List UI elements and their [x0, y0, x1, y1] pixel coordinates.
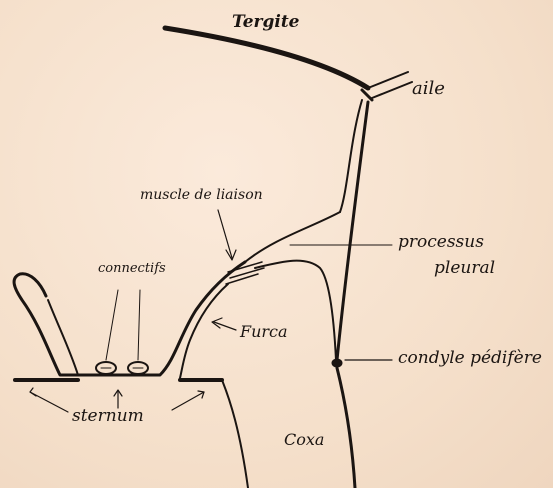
label-coxa: Coxa	[284, 432, 324, 448]
tergite-plate	[165, 28, 368, 88]
label-condyle-pedifere: condyle pédifère	[398, 350, 542, 367]
wing-hinge	[362, 90, 372, 100]
label-pleural: pleural	[434, 260, 495, 277]
sternum-arrow-left	[30, 392, 68, 412]
condyle-pedifere-joint	[332, 359, 342, 367]
label-furca: Furca	[240, 324, 288, 340]
pleural-process-upper	[245, 212, 340, 262]
label-aile: aile	[412, 80, 445, 98]
furca-outer-edge	[14, 262, 245, 375]
coxa-right-edge	[337, 368, 355, 488]
sternum-arrow-right	[172, 392, 204, 410]
label-sternum: sternum	[72, 408, 144, 425]
connectifs-leader-right	[138, 290, 140, 360]
furca-inner-edge	[48, 300, 78, 375]
label-connectifs: connectifs	[98, 262, 166, 275]
label-tergite: Tergite	[232, 14, 300, 31]
connectifs-leader-left	[106, 290, 118, 360]
label-muscle-de-liaison: muscle de liaison	[140, 188, 263, 202]
muscle-leader	[218, 210, 232, 258]
pleural-process-lower	[255, 261, 336, 360]
label-processus: processus	[398, 234, 484, 251]
coxa-left-edge	[222, 380, 248, 488]
pleural-column-left	[340, 100, 362, 212]
